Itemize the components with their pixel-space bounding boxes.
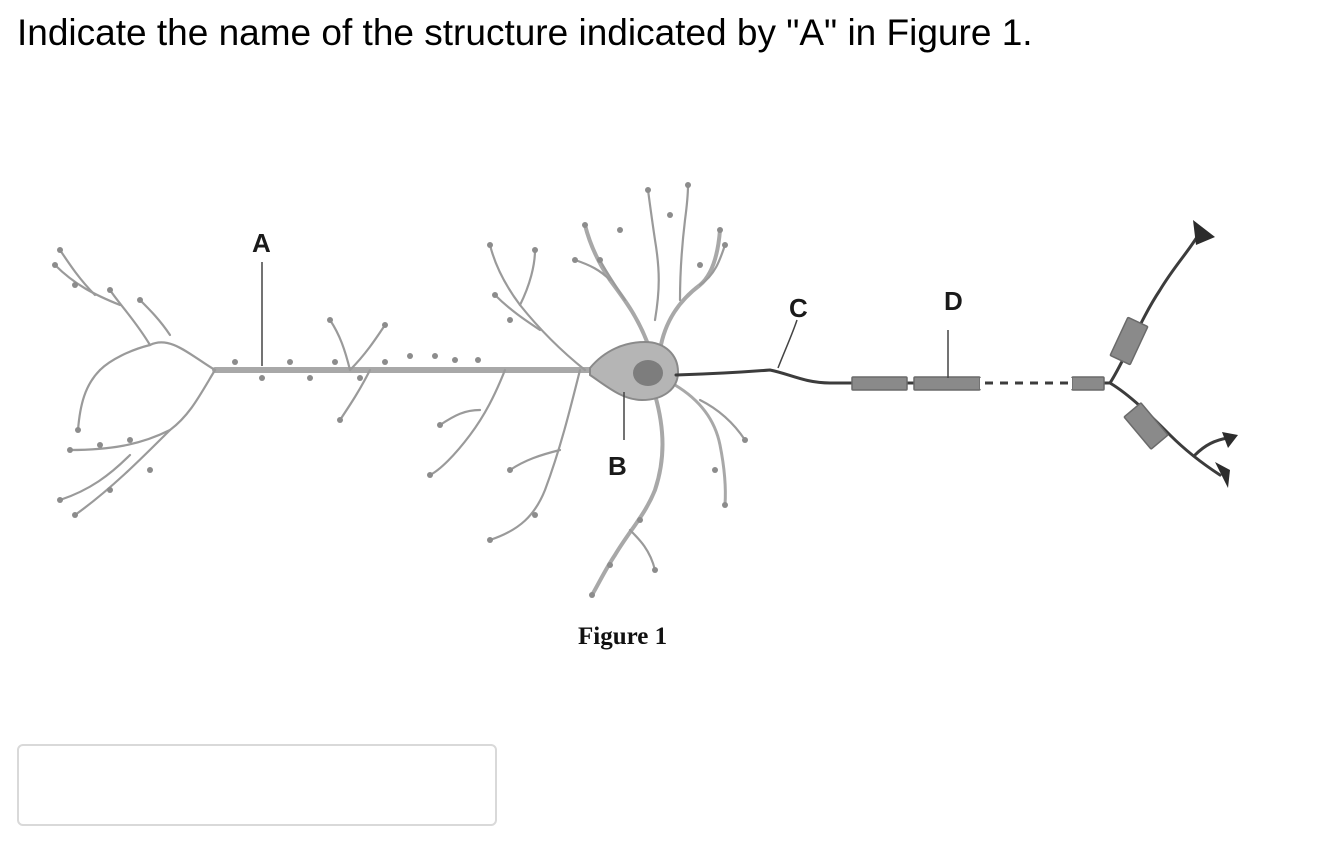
- label-b: B: [608, 451, 627, 481]
- lower-dendrites: [590, 383, 747, 597]
- label-c: C: [789, 293, 808, 323]
- label-leaders: [261, 262, 949, 440]
- dendritic-spines: [52, 182, 748, 598]
- neuron-figure: A B C D Figure 1: [52, 182, 1238, 650]
- figure-caption: Figure 1: [578, 623, 667, 650]
- axon-terminals: [1193, 220, 1238, 488]
- upper-dendrites: [573, 183, 727, 352]
- dendrites: [53, 243, 603, 542]
- label-d: D: [944, 286, 963, 316]
- label-a: A: [252, 228, 271, 258]
- nucleus: [633, 360, 663, 386]
- myelin-sheath: [851, 316, 1169, 450]
- answer-input[interactable]: [17, 744, 497, 826]
- cell-body: [589, 340, 680, 402]
- question-text: Indicate the name of the structure indic…: [17, 12, 1033, 53]
